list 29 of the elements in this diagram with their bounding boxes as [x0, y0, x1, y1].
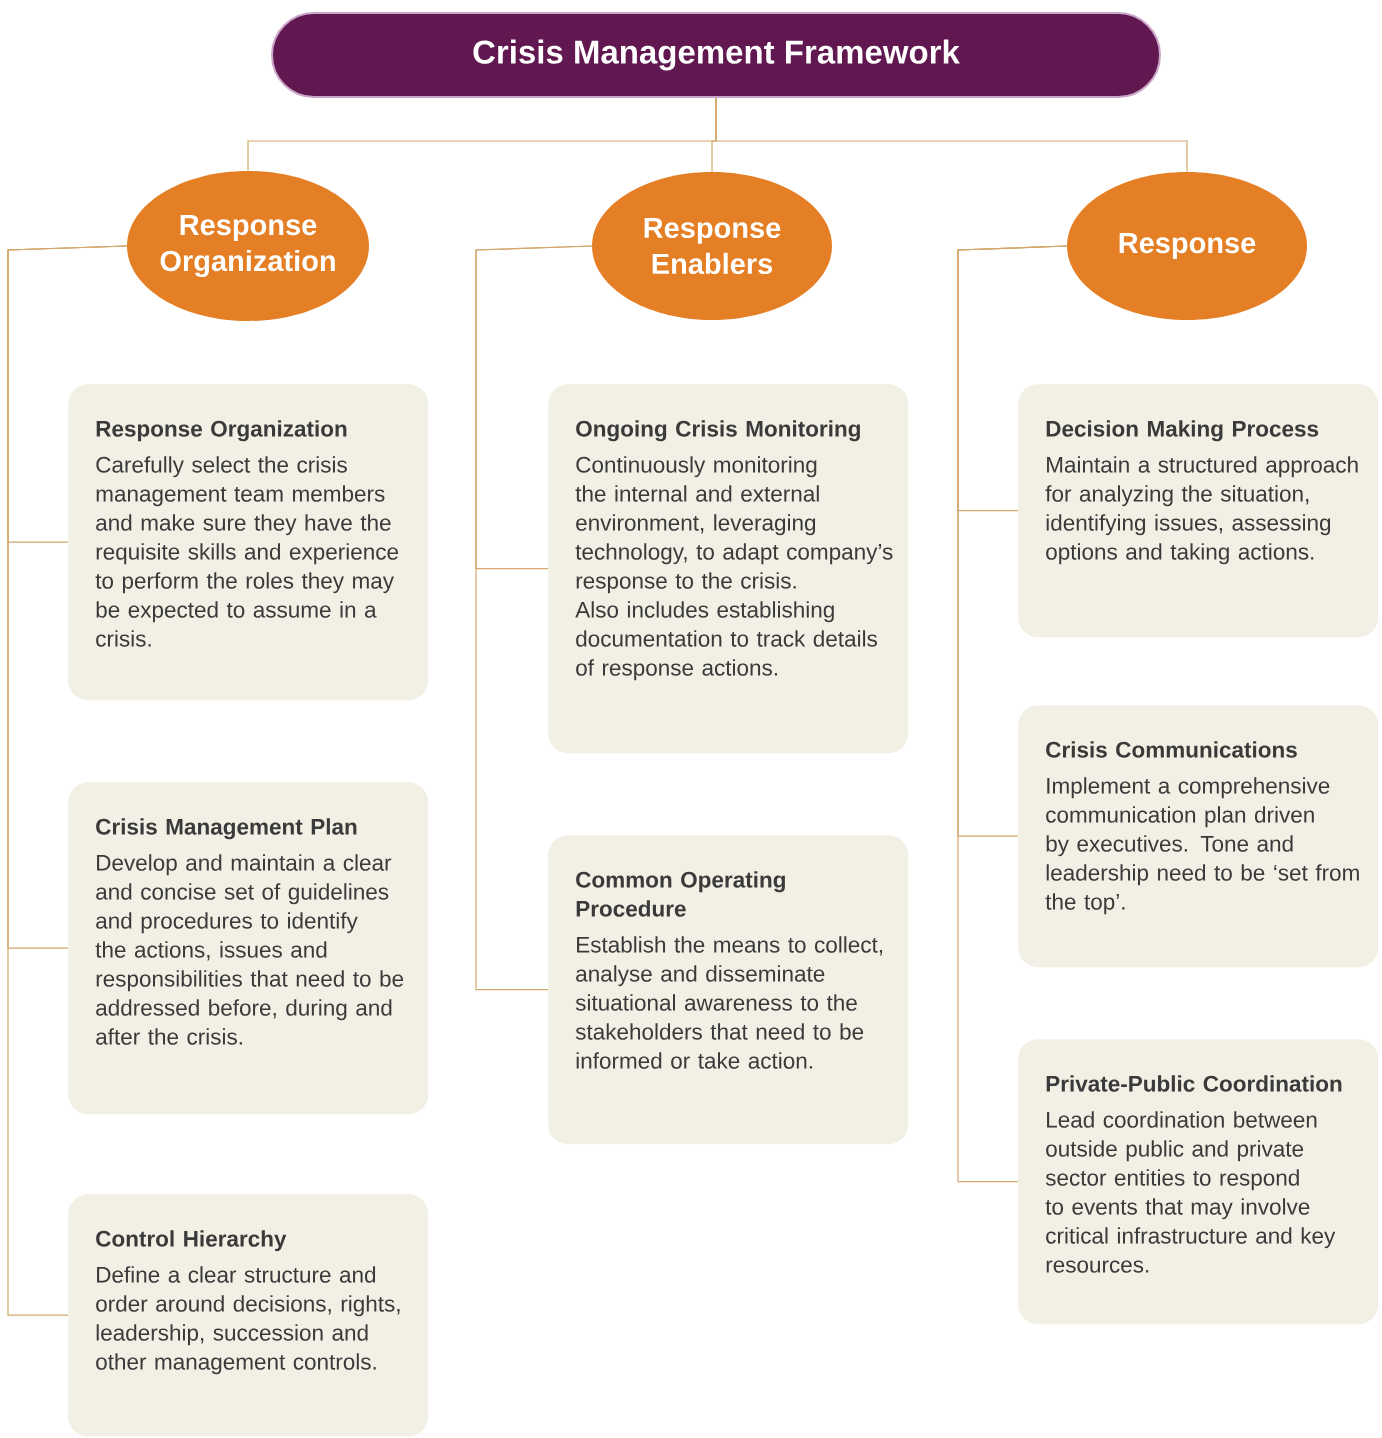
connector-line: [957, 245, 1068, 1183]
text-card: [1018, 1039, 1379, 1325]
card-heading: Response Organization: [96, 420, 347, 442]
card-text: Lead coordination between outside public and private sector entities to respond to events that may involve critical infrastructure and key resources.: [1045, 1111, 1336, 1273]
card-heading: Crisis Management Plan: [96, 818, 357, 840]
text-card: [68, 384, 429, 701]
card-heading: Crisis Communications: [1046, 741, 1297, 758]
card-text: Implement a comprehensive communication plan driven by executives. Tone and leadership need to be ‘set from the top’.: [1045, 777, 1359, 915]
card-heading: Common Operating Procedure: [576, 871, 785, 917]
text-card: [548, 835, 909, 1145]
text-card: [1018, 384, 1379, 638]
card-text: Maintain a structured approach for analyzing the situation, identifying issues, assessing options and taking actions.: [1045, 456, 1358, 565]
connector-line: [7, 245, 128, 1316]
title-banner: Crisis Management Framework: [271, 12, 1161, 98]
card-text: Define a clear structure and order around decisions, rights, leadership, succession and other management controls.: [96, 1266, 400, 1375]
text-card: [68, 1194, 429, 1437]
card-heading: Private-Public Coordination: [1046, 1075, 1342, 1092]
card-text: Continuously monitoring the internal and external environment, leveraging technology, to adapt company’s response to the crisis. Also includes establishing documentation to track details of response actions.: [575, 456, 893, 681]
card-text: Establish the means to collect, analyse and disseminate situational awareness to the stakeholders that need to be informed or take action.: [575, 936, 883, 1069]
card-text: Carefully select the crisis management team members and make sure they have the requisite skills and experience to perform the roles they may be expected to assume in a crisis.: [95, 456, 398, 647]
text-card: [1018, 705, 1379, 968]
card-text: Develop and maintain a clear and concise set of guidelines and procedures to identify the actions, issues and responsibilities that need to be addressed before, during and after the crisis.: [95, 854, 404, 1045]
text-card: [548, 384, 909, 754]
card-heading: Ongoing Crisis Monitoring: [576, 420, 860, 442]
card-heading: Control Hierarchy: [96, 1230, 287, 1252]
card-heading: Decision Making Process: [1046, 420, 1319, 442]
connector-line: [475, 245, 593, 991]
connector-line: [715, 97, 1188, 173]
text-card: [68, 782, 429, 1115]
